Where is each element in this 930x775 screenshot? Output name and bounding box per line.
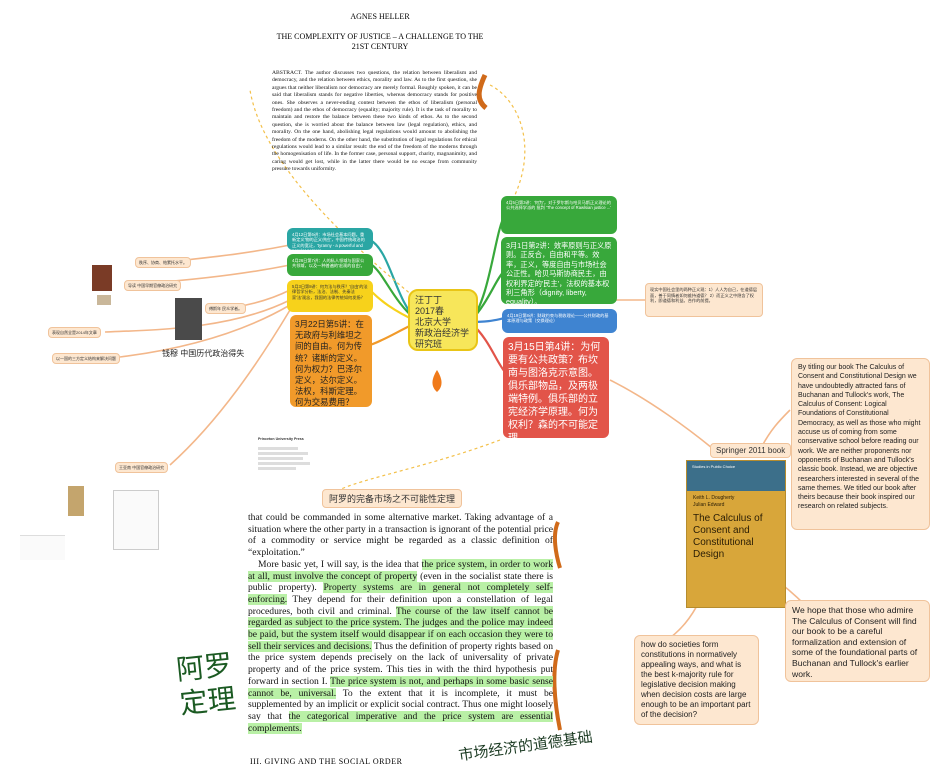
lecture-8-fiscal-text: 4月19日第8讲：财政约束与税收理论——公共财政的基本原理与政策（交换理论） [507, 313, 609, 324]
lecture-5-text: 3月22日第5讲：在无政府与利维坦之间的自由。何为传统？诸斯的定义。何为权力？巴… [295, 319, 364, 408]
note-justice-views-text: 现实中国社会里的两种正义观：1）人人为自己，在道德层面，善于同情者如何维持道德？… [650, 287, 758, 304]
note-question-text: how do societies form constitutions in n… [641, 640, 751, 719]
essay-paragraph-1: that could be commanded in some alternat… [248, 512, 553, 559]
princeton-doc: Princeton University Press [258, 437, 318, 485]
note-justice-views[interactable]: 现实中国社会里的两种正义观：1）人人为自己，在道德层面，善于同情者如何维持道德？… [645, 283, 763, 317]
springer-book-text: Springer 2011 book [716, 446, 786, 455]
book-series: Studies in Public Choice [692, 464, 736, 469]
paper-title: THE COMPLEXITY OF JUSTICE – A CHALLENGE … [276, 32, 484, 51]
note-label-1[interactable]: 秩序、协商、帕累托水平。 [135, 257, 191, 268]
lecture-node-5[interactable]: 3月22日第5讲：在无政府与利维坦之间的自由。何为传统？诸斯的定义。何为权力？巴… [290, 315, 372, 407]
book-authors: Keith L. Dougherty Julian Edward [693, 495, 734, 508]
lecture-3-text: 4月5日第3讲：'何为'，对于罗尔斯与哈贝马斯正义理论的 公共选择学派的 批判 … [506, 200, 612, 211]
book-thumbnail-2 [97, 295, 111, 305]
lecture-node-8-fiscal[interactable]: 4月19日第8讲：财政约束与税收理论——公共财政的基本原理与政策（交换理论） [502, 309, 617, 333]
lecture-node-8-law[interactable]: 5月3日第8讲：何为法与秩序？'自由'的法律哲学分析，法治、法制、先秦法家'法'… [287, 280, 373, 312]
book-title: The Calculus of Consent and Constitution… [693, 513, 763, 560]
note-calculus-text: By titling our book The Calculus of Cons… [798, 364, 921, 511]
lecture-4-text: 3月15日第4讲：为何要有公共政策？布坎南与图洛克示意图。俱乐部物品，及两极端特… [508, 342, 601, 444]
note-label-2-text: 导读 中国早期官僚政治研究 [128, 283, 178, 288]
note-label-1-text: 秩序、协商、帕累托水平。 [139, 260, 187, 265]
lecture-node-2[interactable]: 3月1日第2讲：效率原则与正义原则。正反合，自由和平等。效率，正义，等度自由与市… [501, 237, 617, 307]
essay-paragraph-2: More basic yet, I will say, is the idea … [248, 558, 554, 735]
essay-p2a: More basic yet, I will say, is the idea … [258, 558, 422, 570]
note-label-2[interactable]: 导读 中国早期官僚政治研究 [124, 280, 182, 291]
lecture-node-4[interactable]: 3月15日第4讲：为何要有公共政策？布坎南与图洛克示意图。俱乐部物品，及两极端特… [503, 337, 609, 444]
lecture-8-law-text: 5月3日第8讲：何为法与秩序？'自由'的法律哲学分析，法治、法制、先秦法家'法'… [292, 284, 368, 300]
document-page-thumbnail [113, 490, 159, 550]
princeton-press-label: Princeton University Press [258, 437, 304, 441]
springer-book-label[interactable]: Springer 2011 book [710, 443, 792, 458]
book-thumbnail-1 [92, 265, 112, 291]
essay-p2e: They depend for their definition upon a … [248, 593, 553, 617]
book-author-2: Julian Edward [693, 501, 725, 508]
paper-abstract: ABSTRACT. The author discusses two quest… [272, 70, 477, 173]
note-label-6[interactable]: 王亚南 中国官僚政治研究 [115, 462, 169, 473]
lecture-node-3[interactable]: 4月5日第3讲：'何为'，对于罗尔斯与哈贝马斯正义理论的 公共选择学派的 批判 … [501, 196, 617, 234]
essay-text: that could be commanded in some alternat… [248, 512, 554, 735]
lecture-node-6[interactable]: 4月12日第6讲：市场社会基本问题。重新定义'物的正义供应'，中国传统政治的正义… [287, 228, 373, 254]
center-node[interactable]: 汪丁丁 2017春 北京大学 新政治经济学 研究班 [408, 289, 478, 351]
note-label-3-text: 傅斯年 民众学者。 [209, 306, 243, 311]
lecture-6-text: 4月12日第6讲：市场社会基本问题。重新定义'物的正义供应'，中国传统政治的正义… [292, 232, 365, 254]
center-line-3: 北京大学 [415, 317, 452, 327]
note-question[interactable]: how do societies form constitutions in n… [634, 635, 759, 725]
note-label-6-text: 王亚南 中国官僚政治研究 [119, 465, 165, 470]
note-calculus-title[interactable]: By titling our book The Calculus of Cons… [791, 358, 930, 530]
note-label-3[interactable]: 傅斯年 民众学者。 [205, 303, 247, 314]
paper-author: AGNES HELLER [350, 12, 410, 21]
book-cover: Studies in Public Choice Keith L. Doughe… [686, 460, 786, 608]
arrow-theorem-label[interactable]: 阿罗的完备市场之不可能性定理 [322, 489, 463, 508]
portrait-photo [175, 298, 202, 340]
note-hope[interactable]: We hope that those who admire The Calcul… [785, 600, 930, 682]
note-label-5-text: 以一国的三方定义结构来解决问题 [56, 356, 116, 361]
note-hope-text: We hope that those who admire The Calcul… [792, 605, 918, 679]
princeton-doc-lines [258, 447, 318, 470]
lecture-7-text: 4月26日第7讲：人的私人领域与国家公共领域，以及一种普遍的'宏观的自由'。 [292, 258, 365, 269]
note-label-4-text: 表现自然全是2014年文章 [52, 330, 97, 335]
book-author-1: Keith L. Dougherty [693, 495, 735, 501]
center-line-1: 汪丁丁 [415, 295, 443, 305]
note-label-5[interactable]: 以一国的三方定义结构来解决问题 [52, 353, 120, 364]
arrow-theorem-text: 阿罗的完备市场之不可能性定理 [329, 494, 456, 504]
essay-highlight-5: the categorical imperative and the price… [248, 710, 553, 734]
center-line-5: 研究班 [415, 339, 443, 349]
handwriting-left-text: 阿罗定理 [174, 647, 238, 721]
essay-highlight-lead: More basic yet, I will say, is the idea … [258, 559, 422, 570]
handwriting-arrow-theorem: 阿罗定理 [175, 647, 252, 722]
lecture-2-text: 3月1日第2讲：效率原则与正义原则。正反合，自由和平等。效率，正义，等度自由与市… [506, 241, 612, 307]
qian-mu-label[interactable]: 钱穆 中国历代政治得失 [162, 349, 245, 358]
document-page-thumbnail-2 [20, 535, 65, 560]
book-thumbnail-3 [68, 486, 84, 516]
essay-p2g: Thus the definition of property rights b… [248, 640, 553, 687]
essay-p2c: (even in the socialist state there is pu… [248, 570, 553, 594]
center-line-4: 新政治经济学 [415, 328, 470, 338]
note-label-4[interactable]: 表现自然全是2014年文章 [48, 327, 101, 338]
center-line-2: 2017春 [415, 306, 445, 316]
section-heading: III. GIVING AND THE SOCIAL ORDER [250, 757, 403, 766]
lecture-node-7[interactable]: 4月26日第7讲：人的私人领域与国家公共领域，以及一种普遍的'宏观的自由'。 [287, 254, 373, 276]
book-cover-band: Studies in Public Choice [687, 461, 785, 491]
essay-p2i: To the extent that it is incomplete, it … [248, 687, 553, 722]
